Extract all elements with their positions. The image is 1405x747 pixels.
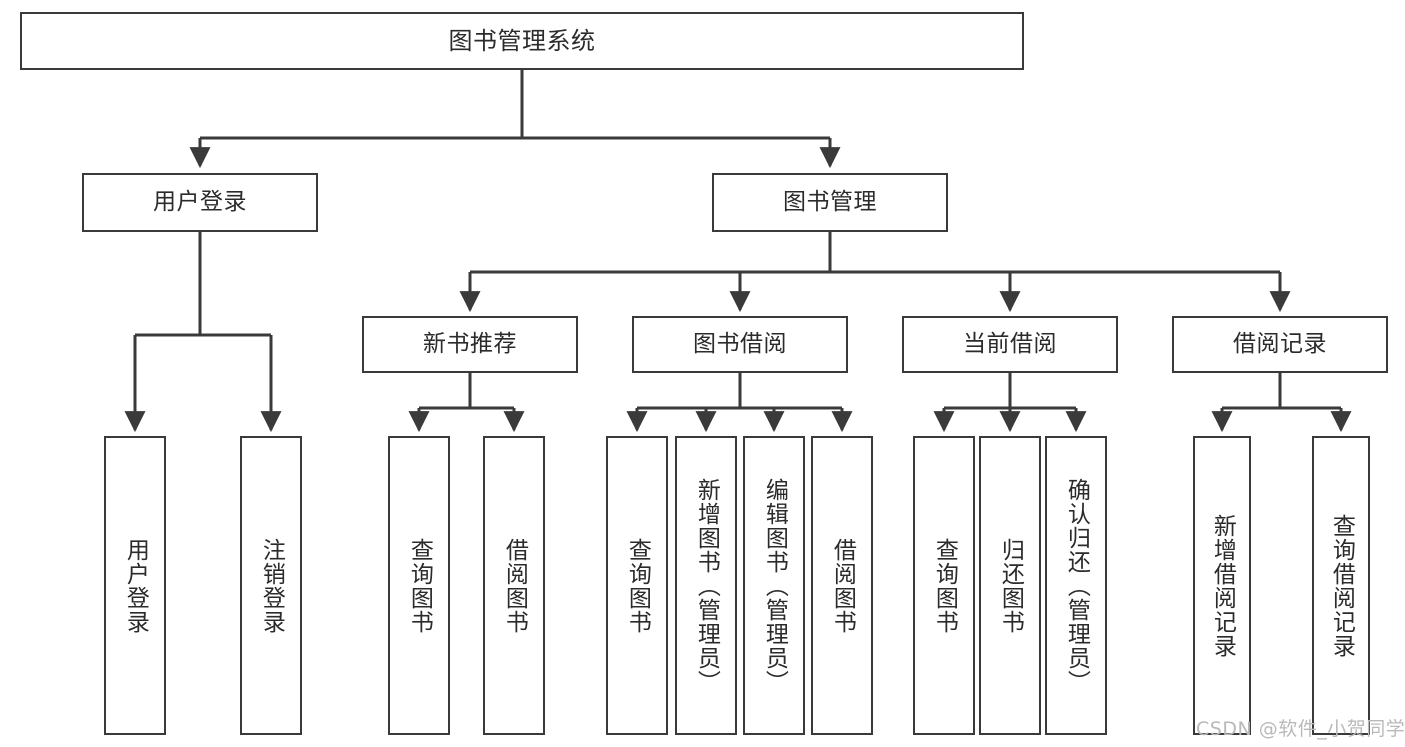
- node-current-borrow-label: 当前借阅: [963, 330, 1057, 357]
- node-leaf-return-book-label: 归还图书: [997, 537, 1024, 634]
- node-leaf-add-record[interactable]: 新增借阅记录: [1193, 436, 1251, 735]
- node-borrow-record-label: 借阅记录: [1233, 330, 1327, 357]
- node-book-manage-label: 图书管理: [783, 188, 877, 215]
- node-leaf-query-book-1-label: 查询图书: [406, 537, 433, 634]
- node-user-login[interactable]: 用户登录: [82, 173, 318, 232]
- node-leaf-query-book-3-label: 查询图书: [931, 537, 958, 634]
- node-current-borrow[interactable]: 当前借阅: [902, 316, 1118, 373]
- node-leaf-query-book-1[interactable]: 查询图书: [388, 436, 450, 735]
- node-leaf-user-login-label: 用户登录: [122, 537, 149, 634]
- node-leaf-query-record-label: 查询借阅记录: [1328, 513, 1355, 658]
- node-leaf-confirm-return-label: 确认归还（管理员）: [1063, 477, 1090, 694]
- node-borrow-record[interactable]: 借阅记录: [1172, 316, 1388, 373]
- node-leaf-add-record-label: 新增借阅记录: [1209, 513, 1236, 658]
- node-book-borrow-label: 图书借阅: [693, 330, 787, 357]
- node-root-label: 图书管理系统: [448, 26, 596, 55]
- node-leaf-confirm-return[interactable]: 确认归还（管理员）: [1045, 436, 1107, 735]
- node-leaf-return-book[interactable]: 归还图书: [979, 436, 1041, 735]
- node-leaf-query-book-2-label: 查询图书: [624, 537, 651, 634]
- node-leaf-borrow-book-1-label: 借阅图书: [501, 537, 528, 634]
- node-leaf-borrow-book-2[interactable]: 借阅图书: [811, 436, 873, 735]
- node-leaf-borrow-book-1[interactable]: 借阅图书: [483, 436, 545, 735]
- node-leaf-query-book-3[interactable]: 查询图书: [913, 436, 975, 735]
- node-leaf-query-record[interactable]: 查询借阅记录: [1312, 436, 1370, 735]
- node-new-book-rec-label: 新书推荐: [423, 330, 517, 357]
- node-leaf-add-book[interactable]: 新增图书（管理员）: [675, 436, 737, 735]
- node-leaf-edit-book[interactable]: 编辑图书（管理员）: [743, 436, 805, 735]
- csdn-watermark: CSDN @软件_小贺同学: [1196, 718, 1405, 740]
- node-leaf-user-login[interactable]: 用户登录: [104, 436, 166, 735]
- node-leaf-add-book-label: 新增图书（管理员）: [693, 477, 720, 694]
- node-new-book-rec[interactable]: 新书推荐: [362, 316, 578, 373]
- node-leaf-edit-book-label: 编辑图书（管理员）: [761, 477, 788, 694]
- node-book-borrow[interactable]: 图书借阅: [632, 316, 848, 373]
- node-leaf-user-logout[interactable]: 注销登录: [240, 436, 302, 735]
- node-leaf-borrow-book-2-label: 借阅图书: [829, 537, 856, 634]
- node-leaf-query-book-2[interactable]: 查询图书: [606, 436, 668, 735]
- node-book-manage[interactable]: 图书管理: [712, 173, 948, 232]
- node-leaf-user-logout-label: 注销登录: [258, 537, 285, 634]
- node-root[interactable]: 图书管理系统: [20, 12, 1024, 70]
- node-user-login-label: 用户登录: [153, 188, 247, 215]
